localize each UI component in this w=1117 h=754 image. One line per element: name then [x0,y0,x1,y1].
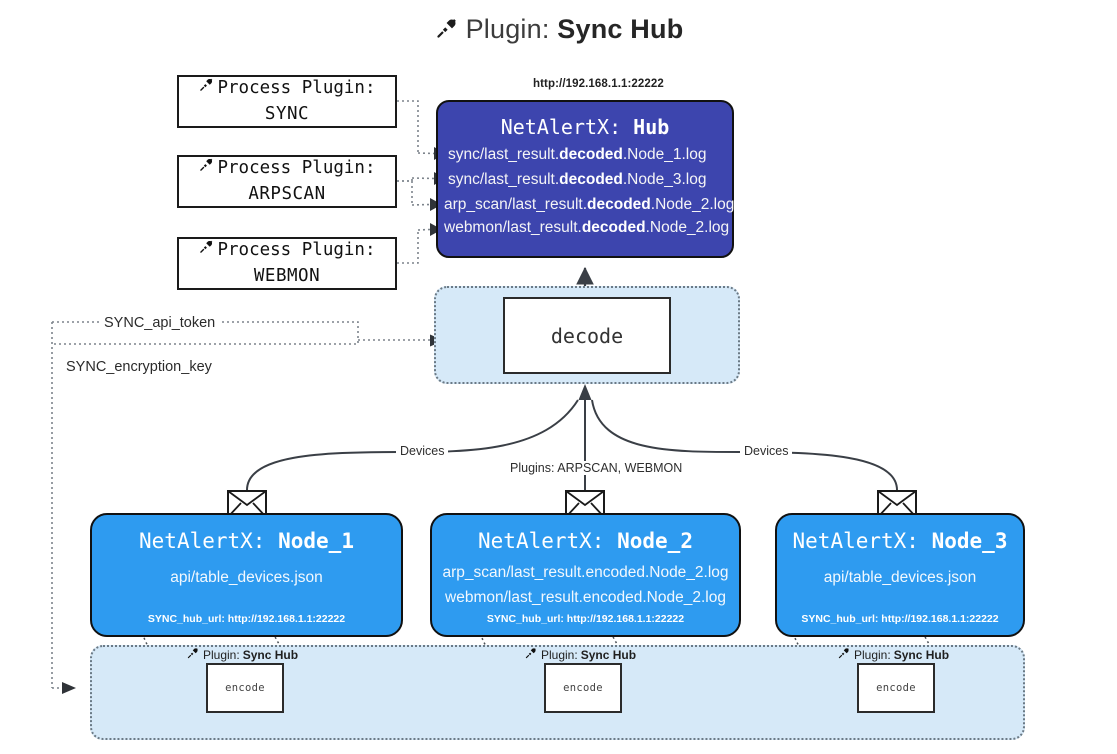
hub-box[interactable]: NetAlertX: Hub sync/last_result.decoded.… [436,100,734,258]
decode-label: decode [550,323,624,348]
secret-label-api-token: SYNC_api_token [100,315,220,331]
hub-title: NetAlertX: Hub [438,115,732,139]
encode-box-node-3[interactable]: encode [857,663,935,713]
page-title: Plugin: Sync Hub [0,14,1117,48]
node-title: NetAlertX: Node_1 [92,529,401,553]
edge-label-devices-left: Devices [396,444,449,458]
hub-row-pre: arp_scan/last_result. [444,196,588,213]
encode-label: encode [876,682,916,694]
plug-icon [434,15,460,48]
node-title-prefix: NetAlertX: [139,529,266,553]
node-footer: SYNC_hub_url: http://192.168.1.1:22222 [147,613,346,625]
node-line: api/table_devices.json [170,569,323,586]
plug-icon [837,646,851,663]
process-plugin-box-sync[interactable]: Process Plugin: SYNC [177,75,397,128]
page-title-name: Sync Hub [557,14,684,44]
hub-row-post: .Node_3.log [622,171,707,188]
node-title-prefix: NetAlertX: [478,529,605,553]
hub-title-name: Hub [633,115,670,139]
edge-label-devices-right: Devices [740,444,793,458]
node-box-node-2[interactable]: NetAlertX: Node_2 arp_scan/last_result.e… [430,513,741,637]
hub-log-row: sync/last_result.decoded.Node_3.log [438,171,732,189]
node-line: webmon/last_result.encoded.Node_2.log [445,589,726,606]
node-line: arp_scan/last_result.encoded.Node_2.log [442,564,729,581]
encode-caption-name: Sync Hub [893,647,950,662]
encode-box-node-1[interactable]: encode [206,663,284,713]
hub-title-prefix: NetAlertX: [500,115,622,139]
node-title: NetAlertX: Node_3 [777,529,1023,553]
hub-log-row: webmon/last_result.decoded.Node_2.log [438,219,732,237]
hub-row-post: .Node_2.log [650,196,735,213]
hub-row-post: .Node_1.log [622,146,707,163]
node-title: NetAlertX: Node_2 [432,529,739,553]
plug-icon [198,238,215,263]
process-plugin-label: Process Plugin: [217,240,376,261]
node-title-name: Node_3 [931,529,1008,553]
node-title-name: Node_2 [617,529,693,553]
node-title-prefix: NetAlertX: [792,529,919,553]
process-plugin-name: ARPSCAN [248,183,326,204]
process-plugin-name: SYNC [264,103,310,124]
process-plugin-box-webmon[interactable]: Process Plugin: WEBMON [177,237,397,290]
encode-caption-name: Sync Hub [580,647,637,662]
encode-label: encode [563,682,603,694]
envelope-icon [565,490,605,518]
hub-log-row: sync/last_result.decoded.Node_1.log [438,146,732,164]
hub-row-pre: sync/last_result. [448,146,560,163]
hub-row-em: decoded [559,171,623,188]
envelope-icon [227,490,267,518]
plug-icon [186,646,200,663]
hub-row-pre: sync/last_result. [448,171,560,188]
decode-box[interactable]: decode [503,297,671,374]
hub-log-row: arp_scan/last_result.decoded.Node_2.log [438,196,735,214]
node-footer: SYNC_hub_url: http://192.168.1.1:22222 [486,613,685,625]
plug-icon [198,156,215,181]
node-box-node-1[interactable]: NetAlertX: Node_1 api/table_devices.json… [90,513,403,637]
page-title-prefix: Plugin: [465,14,550,44]
plug-icon [524,646,538,663]
hub-row-pre: webmon/last_result. [444,219,582,236]
encode-caption-name: Sync Hub [242,647,299,662]
hub-row-em: decoded [587,196,651,213]
node-footer: SYNC_hub_url: http://192.168.1.1:22222 [801,613,999,625]
node-box-node-3[interactable]: NetAlertX: Node_3 api/table_devices.json… [775,513,1025,637]
node-title-name: Node_1 [278,529,354,553]
process-plugin-box-arpscan[interactable]: Process Plugin: ARPSCAN [177,155,397,208]
hub-row-post: .Node_2.log [645,219,730,236]
process-plugin-label: Process Plugin: [217,78,376,99]
hub-url: http://192.168.1.1:22222 [533,78,664,90]
secret-label-encryption-key: SYNC_encryption_key [62,359,216,375]
encode-caption-prefix: Plugin: [854,647,891,662]
encode-caption-prefix: Plugin: [541,647,578,662]
encode-box-node-2[interactable]: encode [544,663,622,713]
node-line: api/table_devices.json [823,569,977,586]
process-plugin-label: Process Plugin: [217,158,376,179]
encode-caption-prefix: Plugin: [203,647,240,662]
hub-row-em: decoded [581,219,646,236]
encode-caption: Plugin: Sync Hub [524,646,636,663]
process-plugin-name: WEBMON [253,265,321,286]
encode-caption: Plugin: Sync Hub [837,646,949,663]
edge-label-plugins-center: Plugins: ARPSCAN, WEBMON [506,461,687,475]
plug-icon [198,76,215,101]
encode-caption: Plugin: Sync Hub [186,646,298,663]
hub-row-em: decoded [559,146,623,163]
encode-label: encode [225,682,265,694]
